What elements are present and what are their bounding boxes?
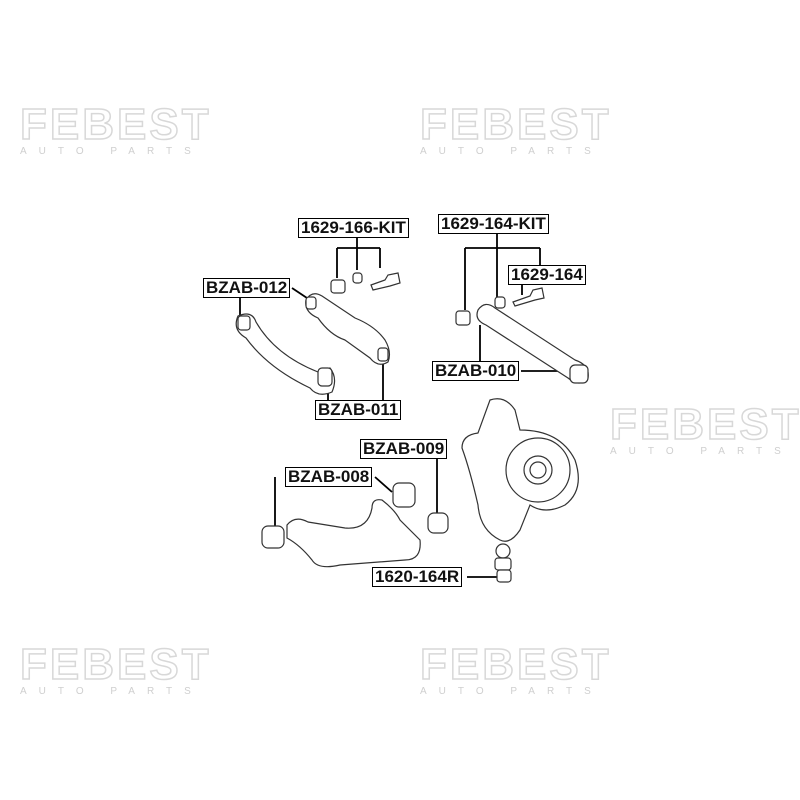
label-bzab-012: BZAB-012 [203, 278, 291, 298]
label-bzab-008: BZAB-008 [285, 467, 373, 487]
upper-arm-012 [235, 313, 336, 395]
steering-knuckle [461, 398, 579, 542]
kit-166-parts [330, 272, 401, 294]
label-1629-166-kit: 1629-166-KIT [298, 218, 409, 238]
label-1620-164r: 1620-164R [372, 567, 463, 587]
upper-arm-011 [305, 293, 391, 365]
label-bzab-009: BZAB-009 [360, 439, 448, 459]
label-1629-164-kit: 1629-164-KIT [438, 214, 549, 234]
ball-joint [494, 543, 512, 583]
label-bzab-010: BZAB-010 [432, 361, 520, 381]
label-bzab-011: BZAB-011 [315, 400, 402, 420]
lower-arm-008 [261, 482, 449, 568]
trailing-arm-010 [476, 303, 589, 384]
kit-164-parts [455, 287, 545, 326]
label-1629-164: 1629-164 [508, 265, 586, 285]
